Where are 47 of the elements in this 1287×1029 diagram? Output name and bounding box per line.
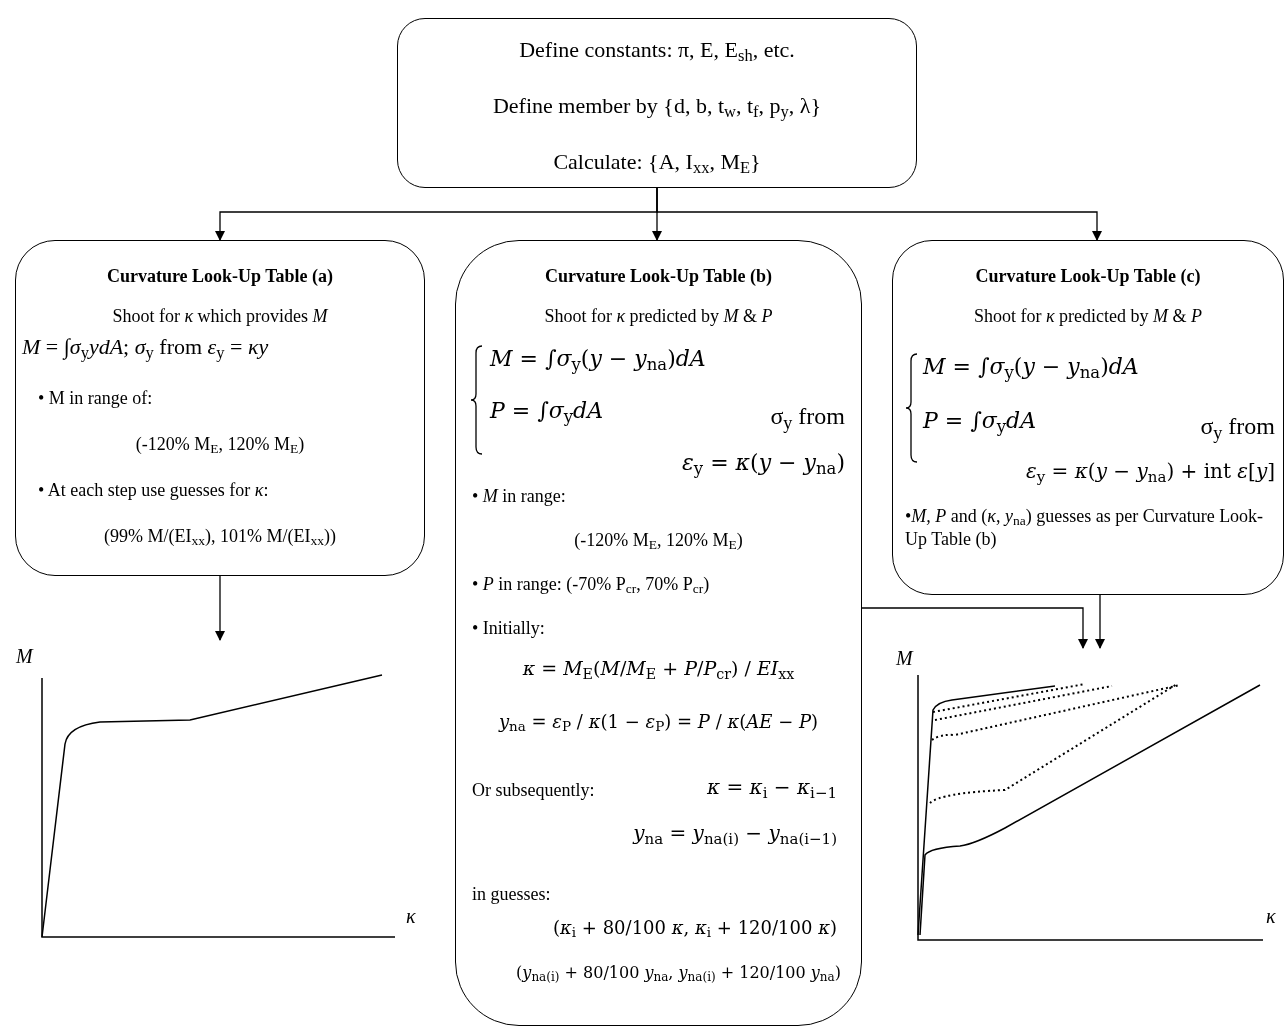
heading: Curvature Look-Up Table (b) [543,265,774,288]
process-box [455,240,862,1026]
text-line: Shoot for κ predicted by M & P [543,305,774,328]
text-line: σ$_{y}$ from [1200,412,1275,441]
arrow [861,607,1088,649]
formula: ε$_{y}$ = κ(y − y$_{na}$) [682,449,845,477]
text-line: Calculate: {A, I$_{xx}$, M$_{E}$} [552,148,762,176]
text-line: •M, P and (κ, y$_{na}$) guesses as per Curvature Look-Up Table (b) [905,505,1265,550]
formula: M = ∫σ$_{y}$ydA; σ$_{y}$ from ε$_{y}$ = κy [22,333,269,361]
arrow [656,187,1102,241]
axis-label: κ [1266,906,1276,926]
text-line: Or subsequently: [472,779,595,802]
text-line: • M in range of: [38,387,153,410]
axis-label: M [896,648,913,668]
arrow [215,575,225,641]
formula: (y$_{na(i)}$ + 80/100 y$_{na}$, y$_{na(i)}$ + 120/100 y$_{na}$) [516,963,841,983]
heading: Curvature Look-Up Table (c) [974,265,1202,288]
formula: M = ∫σ$_{y}$(y − y$_{na}$)dA [923,353,1139,381]
axis-label: κ [406,906,416,926]
text-line: • At each step use guesses for κ: [38,479,269,502]
formula: y$_{na}$ = y$_{na(i)}$ − y$_{na(i−1)}$ [633,821,837,846]
arrow [1095,594,1105,649]
text-line: Define member by {d, b, t$_{w}$, t$_{f}$, p$_{y}$, λ} [491,92,823,120]
text-line: in guesses: [472,883,551,906]
text-line: (-120% M$_{E}$, 120% M$_{E}$) [134,433,306,456]
text-line: • P in range: (-70% P$_{cr}$, 70% P$_{cr}$) [472,573,710,596]
formula: P = ∫σ$_{y}$dA [490,397,604,425]
text-line: Shoot for κ which provides M [111,305,329,328]
text-line: • Initially: [472,617,545,640]
formula: κ = κ$_{i}$ − κ$_{i−1}$ [706,775,837,800]
formula: ε$_{y}$ = κ(y − y$_{na}$) + int ε[y] [1026,459,1275,484]
text-line: (-120% M$_{E}$, 120% M$_{E}$) [573,529,744,552]
formula: (κ$_{i}$ + 80/100 κ, κ$_{i}$ + 120/100 κ) [552,917,837,940]
text-line: σ$_{y}$ from [770,402,845,431]
axis-label: M [16,646,33,666]
text-line: Define constants: π, E, E$_{sh}$, etc. [518,36,796,64]
formula: y$_{na}$ = ε$_{P}$ / κ(1 − ε$_{P}$) = P / κ(AE − P) [497,711,820,734]
text-line: • M in range: [472,485,566,508]
text-line: (99% M/(EI$_{xx}$), 101% M/(EI$_{xx}$)) [103,525,337,548]
process-box [892,240,1284,595]
process-box [397,18,917,188]
heading: Curvature Look-Up Table (a) [105,265,335,288]
process-box [15,240,425,576]
formula: κ = M$_{E}$(M/M$_{E}$ + P/P$_{cr}$) / EI$_{xx}$ [521,657,796,681]
text-line: Shoot for κ predicted by M & P [972,305,1204,328]
formula: M = ∫σ$_{y}$(y − y$_{na}$)dA [490,345,706,373]
formula: P = ∫σ$_{y}$dA [923,407,1037,435]
